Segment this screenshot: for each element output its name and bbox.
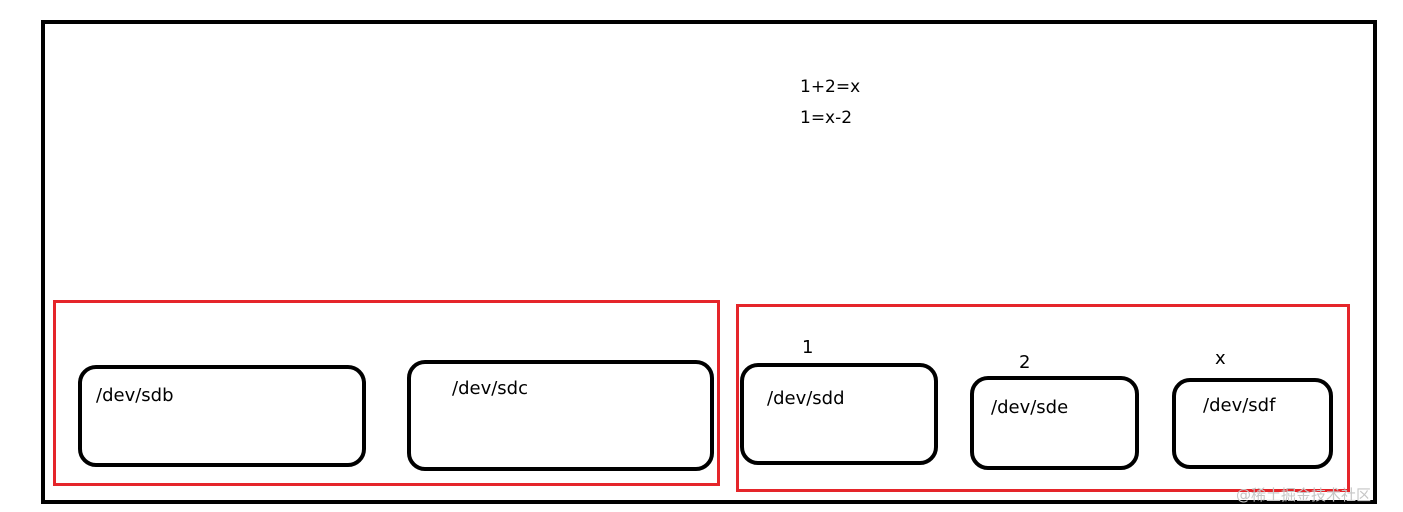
disk-label-sdc: /dev/sdc (452, 378, 528, 399)
disk-label-sdb: /dev/sdb (96, 385, 174, 406)
marker-sdf: x (1215, 348, 1226, 369)
disk-sdc (407, 360, 714, 471)
formula-line-2: 1=x-2 (800, 108, 853, 128)
marker-sdd: 1 (802, 337, 814, 358)
watermark: @稀土掘金技术社区 (1236, 486, 1372, 504)
group-left (53, 300, 720, 486)
disk-sdb (78, 365, 366, 467)
disk-sde (970, 376, 1139, 470)
group-right (736, 304, 1350, 492)
formula-line-1: 1+2=x (800, 77, 861, 97)
disk-sdd (740, 363, 938, 465)
disk-label-sdf: /dev/sdf (1203, 395, 1276, 416)
disk-label-sde: /dev/sde (991, 397, 1069, 418)
marker-sde: 2 (1019, 352, 1031, 373)
disk-label-sdd: /dev/sdd (767, 388, 845, 409)
disk-sdf (1172, 378, 1333, 469)
